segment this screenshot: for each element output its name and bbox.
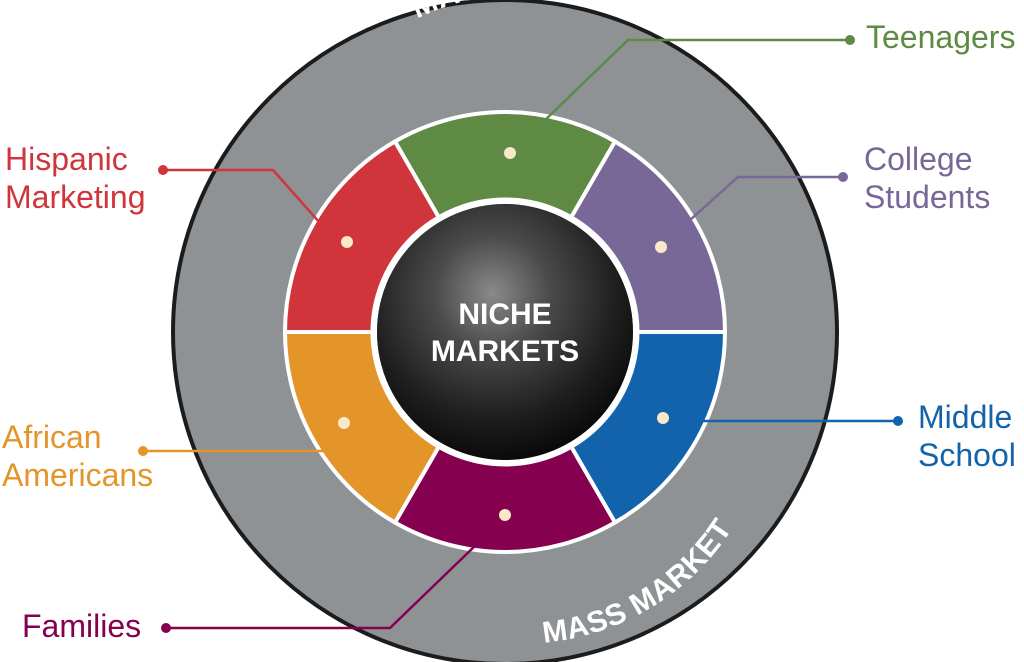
center-label-line1: NICHE	[458, 298, 551, 331]
inner-ring-edge	[370, 197, 640, 467]
callout-line-african-americans	[143, 422, 345, 453]
label-line-middle-school: School	[918, 437, 1016, 473]
center-label-line2: MARKETS	[431, 335, 579, 368]
label-line-hispanic-marketing: Marketing	[5, 179, 146, 215]
callout-line-hispanic-marketing	[163, 168, 348, 244]
segment-dot-families	[499, 509, 511, 521]
niche-sphere	[377, 204, 633, 460]
callout-end-dot-teenagers	[845, 35, 855, 45]
callout-end-dot-families	[161, 623, 171, 633]
label-line-hispanic-marketing: Hispanic	[5, 141, 128, 177]
label-families: Families	[22, 608, 141, 644]
callout-line-families	[166, 514, 506, 630]
segment-dot-african-americans	[338, 417, 350, 429]
label-line-families: Families	[22, 608, 141, 644]
callout-end-dot-african-americans	[138, 446, 148, 456]
callout-end-dot-middle-school	[893, 416, 903, 426]
segment-dot-middle-school	[657, 412, 669, 424]
label-line-african-americans: Americans	[2, 457, 153, 493]
callout-end-dot-college-students	[838, 172, 848, 182]
segment-dot-teenagers	[504, 147, 516, 159]
label-line-college-students: College	[864, 141, 973, 177]
segment-dot-college-students	[655, 241, 667, 253]
segment-dot-hispanic-marketing	[341, 236, 353, 248]
callout-line-middle-school	[662, 416, 898, 423]
callout-line-college-students	[660, 175, 843, 248]
label-line-teenagers: Teenagers	[866, 19, 1015, 55]
label-line-african-americans: African	[2, 419, 102, 455]
callout-line-teenagers	[509, 38, 850, 154]
label-line-middle-school: Middle	[918, 399, 1012, 435]
label-teenagers: Teenagers	[866, 19, 1015, 55]
callout-end-dot-hispanic-marketing	[158, 165, 168, 175]
label-line-college-students: Students	[864, 179, 990, 215]
